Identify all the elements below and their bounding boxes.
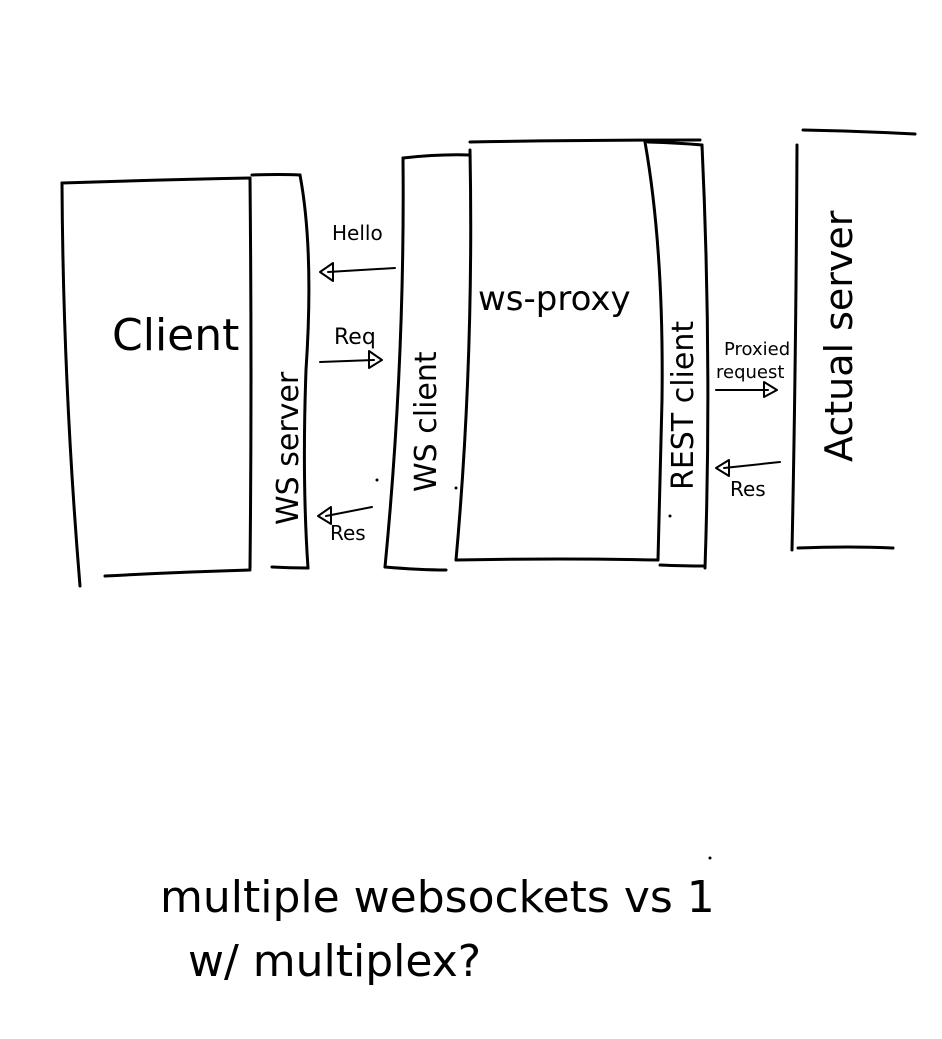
client-label: Client xyxy=(112,310,239,361)
actual-server-box xyxy=(790,128,917,552)
proxied-request-arrow xyxy=(715,381,778,398)
proxied-label-line2: request xyxy=(716,362,784,383)
ws-server-label: WS server xyxy=(271,371,306,525)
proxied-label-line1: Proxied xyxy=(724,339,790,360)
ws-proxy-box xyxy=(454,138,702,562)
ws-server-box xyxy=(250,173,311,570)
req-label: Req xyxy=(334,325,376,350)
res-arrow-left xyxy=(317,506,373,525)
hello-label: Hello xyxy=(332,221,383,245)
hello-arrow xyxy=(319,262,396,282)
rest-client-label: REST client xyxy=(666,321,701,490)
actual-server-label: Actual server xyxy=(817,210,861,462)
client-box xyxy=(60,176,253,588)
ws-client-label: WS client xyxy=(409,351,444,492)
res-arrow-right xyxy=(715,459,781,477)
rest-client-box xyxy=(646,140,710,570)
res-label-right: Res xyxy=(730,477,766,501)
req-arrow xyxy=(319,350,383,369)
res-label-left: Res xyxy=(330,521,366,545)
ws-proxy-label: ws-proxy xyxy=(478,279,631,319)
note-line-2: w/ multiplex? xyxy=(188,936,481,987)
note-line-1: multiple websockets vs 1 xyxy=(160,872,715,923)
ws-client-box xyxy=(383,153,472,572)
